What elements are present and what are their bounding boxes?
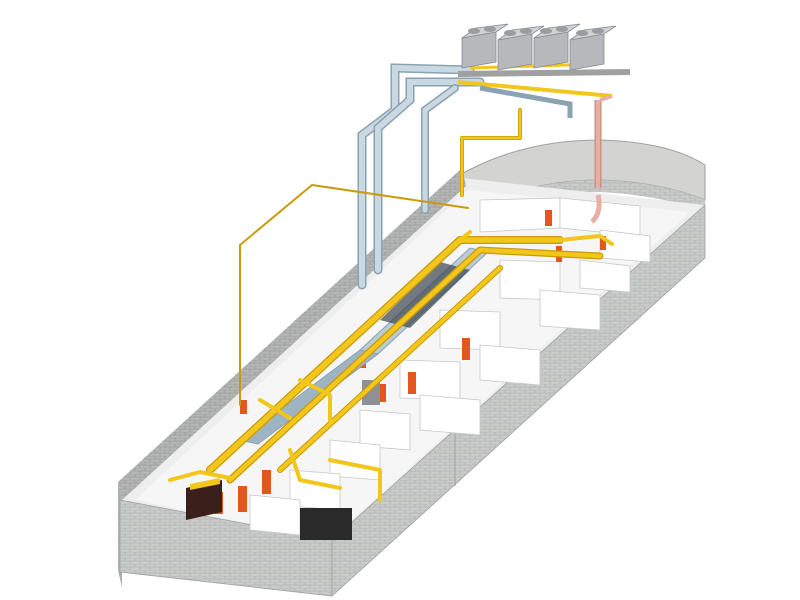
chiller-unit <box>569 25 617 71</box>
server-racks <box>186 380 380 540</box>
door <box>545 210 552 226</box>
door <box>462 338 470 360</box>
chiller-unit <box>533 23 581 69</box>
door <box>408 372 416 394</box>
chiller-unit <box>497 25 545 71</box>
server-rack <box>300 508 352 540</box>
door <box>600 236 606 250</box>
door <box>240 400 247 414</box>
door <box>238 486 247 512</box>
door <box>380 384 386 402</box>
rooftop-chiller-plant <box>457 23 631 118</box>
pink-pipe-riser <box>590 100 602 224</box>
room-partitions <box>249 197 651 536</box>
door <box>262 470 271 494</box>
blue-duct-risers <box>357 63 485 290</box>
yellow-pipework <box>168 108 614 502</box>
server-rack <box>186 480 222 520</box>
front-masonry-wall <box>119 204 706 597</box>
chiller-unit <box>461 23 509 69</box>
